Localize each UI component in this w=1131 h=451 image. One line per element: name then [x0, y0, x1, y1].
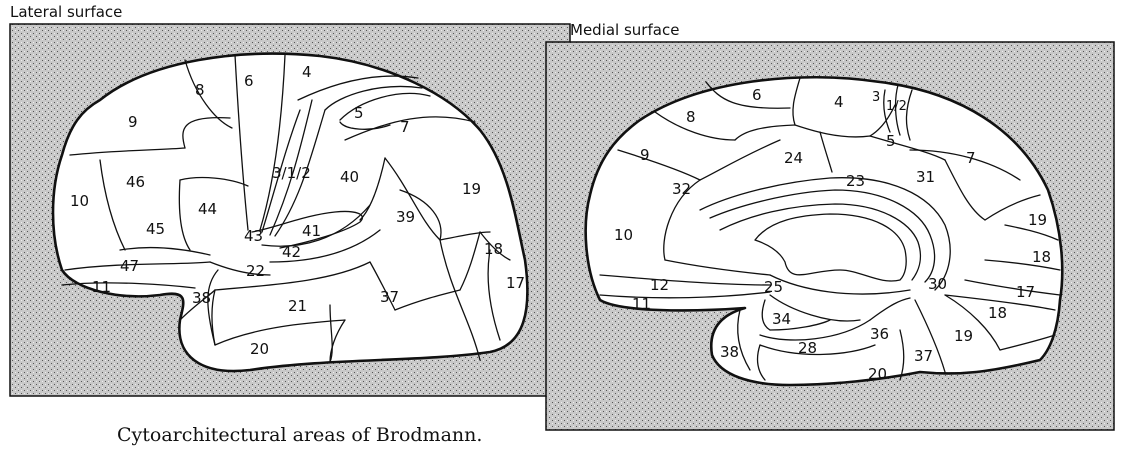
medial-area-4: 4: [834, 93, 844, 111]
medial-area-31: 31: [916, 168, 935, 186]
lateral-boundaries: [61, 54, 511, 363]
lateral-area-3-1-2: 3/1/2: [272, 164, 311, 182]
medial-area-18-upper: 18: [1032, 248, 1051, 266]
medial-area-30: 30: [928, 275, 947, 293]
medial-area-labels: 6 4 3 1/2 8 5 9 24 7 32 23 31 10 19 18 3…: [614, 86, 1051, 383]
medial-boundaries: [599, 77, 1061, 381]
medial-area-11: 11: [632, 295, 651, 313]
medial-area-9: 9: [640, 146, 650, 164]
medial-area-6: 6: [752, 86, 762, 104]
lateral-area-9: 9: [128, 113, 138, 131]
medial-brain-outline: [584, 75, 1064, 387]
medial-area-12: 12: [650, 276, 669, 294]
medial-area-10: 10: [614, 226, 633, 244]
lateral-area-labels: 4 6 8 9 5 7 3/1/2 40 46 10 44 45 43 41 4…: [70, 63, 525, 358]
lateral-area-19: 19: [462, 180, 481, 198]
lateral-area-20: 20: [250, 340, 269, 358]
lateral-area-47: 47: [120, 257, 139, 275]
lateral-area-4: 4: [302, 63, 312, 81]
lateral-area-45: 45: [146, 220, 165, 238]
lateral-area-37: 37: [380, 288, 399, 306]
medial-area-32: 32: [672, 180, 691, 198]
lateral-area-38: 38: [192, 289, 211, 307]
medial-area-5: 5: [886, 132, 896, 150]
medial-area-18-lower: 18: [988, 304, 1007, 322]
medial-area-19-upper: 19: [1028, 211, 1047, 229]
medial-area-3: 3: [872, 90, 880, 105]
lateral-area-6: 6: [244, 72, 254, 90]
lateral-area-41: 41: [302, 222, 321, 240]
medial-area-24: 24: [784, 149, 803, 167]
lateral-area-11: 11: [92, 278, 111, 296]
lateral-area-10: 10: [70, 192, 89, 210]
lateral-area-18: 18: [484, 240, 503, 258]
medial-area-28: 28: [798, 339, 817, 357]
medial-area-38: 38: [720, 343, 739, 361]
lateral-area-8: 8: [195, 81, 205, 99]
medial-area-1-2: 1/2: [886, 99, 907, 114]
lateral-area-22: 22: [246, 262, 265, 280]
lateral-area-46: 46: [126, 173, 145, 191]
lateral-area-43: 43: [244, 227, 263, 245]
medial-area-36: 36: [870, 325, 889, 343]
lateral-area-44: 44: [198, 200, 217, 218]
figure-caption: Cytoarchitectural areas of Brodmann.: [117, 424, 482, 446]
medial-area-37: 37: [914, 347, 933, 365]
lateral-surface-label: Lateral surface: [10, 3, 122, 21]
lateral-brain-outline: [51, 52, 529, 373]
lateral-area-42: 42: [282, 243, 301, 261]
medial-area-7: 7: [966, 149, 976, 167]
lateral-area-21: 21: [288, 297, 307, 315]
medial-area-34: 34: [772, 310, 791, 328]
medial-area-25: 25: [764, 278, 783, 296]
medial-area-17: 17: [1016, 283, 1035, 301]
lateral-area-39: 39: [396, 208, 415, 226]
medial-area-19-lower: 19: [954, 327, 973, 345]
lateral-area-7: 7: [400, 118, 410, 136]
lateral-area-17: 17: [506, 274, 525, 292]
medial-area-20: 20: [868, 365, 887, 383]
medial-area-8: 8: [686, 108, 696, 126]
lateral-area-40: 40: [340, 168, 359, 186]
medial-area-23: 23: [846, 172, 865, 190]
medial-surface-label: Medial surface: [570, 21, 679, 39]
lateral-area-5: 5: [354, 104, 364, 122]
